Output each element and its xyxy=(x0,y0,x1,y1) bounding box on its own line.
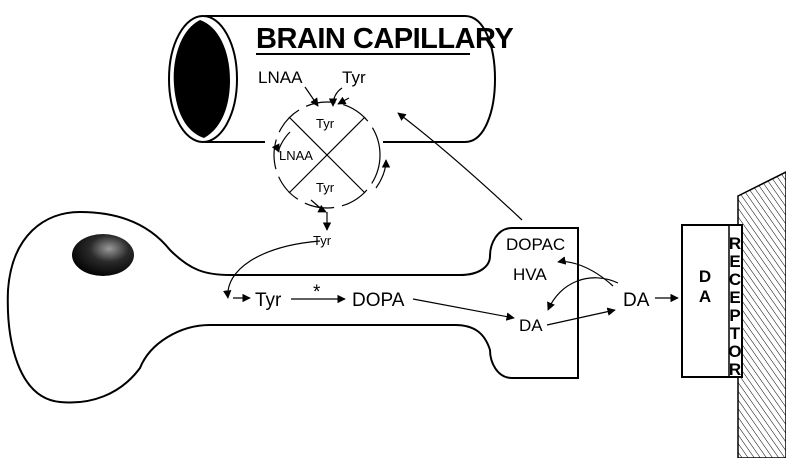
tyr-entry-arrow xyxy=(328,87,343,107)
da-release-arrow xyxy=(546,307,616,326)
capillary-lumen-shadow xyxy=(173,20,230,138)
receptor-letter-e2: E xyxy=(729,288,740,307)
neuron-hva: HVA xyxy=(513,265,547,284)
bbb-transporter: Tyr LNAA Tyr Tyr xyxy=(271,86,391,248)
transporter-cross-b xyxy=(288,116,366,194)
dopamine-neuron: Tyr * DOPA DA DOPAC HVA xyxy=(6,112,579,404)
receptor-letter-r2: R xyxy=(729,360,741,379)
lnaa-entry-arrow xyxy=(304,86,319,107)
neuron-nucleus xyxy=(72,234,134,276)
synaptic-da: DA xyxy=(623,290,650,311)
transporter-tyr-bottom: Tyr xyxy=(316,180,335,195)
transporter-ring xyxy=(273,101,381,209)
capillary-lnaa-label: LNAA xyxy=(258,68,303,87)
receptor-letter-o: O xyxy=(728,342,741,361)
tyr-entering-neuron: Tyr xyxy=(313,233,332,248)
receptor-letter-c: C xyxy=(729,270,741,289)
receptor-box xyxy=(681,224,743,378)
receptor-letter-t: T xyxy=(730,324,741,343)
synaptic-cleft: DA xyxy=(546,256,679,326)
receptor-letter-p: P xyxy=(729,306,740,325)
tyr-uptake-arrow xyxy=(223,240,321,299)
da-to-hva-arrow xyxy=(557,256,614,287)
receptor-da-letter-d: D xyxy=(699,267,711,286)
receptor-letter-e1: E xyxy=(729,252,740,271)
brain-capillary: BRAIN CAPILLARY LNAA Tyr xyxy=(168,15,514,143)
dopa-to-da-arrow xyxy=(412,298,515,321)
rate-limiting-step-marker: * xyxy=(313,282,321,303)
neuron-dopa: DOPA xyxy=(352,290,405,311)
ring-arrow-right xyxy=(375,159,391,189)
capillary-body xyxy=(205,15,496,143)
ring-arrow-left xyxy=(271,131,291,153)
neuron-tyr: Tyr xyxy=(255,290,282,311)
transporter-tyr-top: Tyr xyxy=(316,116,335,131)
capillary-title: BRAIN CAPILLARY xyxy=(256,23,513,55)
da-reuptake-arrow xyxy=(547,277,619,311)
da-receptor: D A R E C E P T O R xyxy=(681,171,786,458)
neuron-outline xyxy=(6,210,579,404)
receptor-da-letter-a: A xyxy=(699,287,711,306)
receptor-letter-r: R xyxy=(729,234,741,253)
postsynaptic-membrane xyxy=(737,171,786,458)
neuron-da: DA xyxy=(519,316,543,335)
neuron-dopac: DOPAC xyxy=(506,235,565,254)
dopac-to-capillary-arrow xyxy=(397,112,523,221)
capillary-tyr-label: Tyr xyxy=(342,68,366,87)
transporter-lnaa: LNAA xyxy=(279,148,313,163)
tyr-return-arrow xyxy=(337,96,350,105)
ring-arrow-bottom xyxy=(310,199,327,213)
